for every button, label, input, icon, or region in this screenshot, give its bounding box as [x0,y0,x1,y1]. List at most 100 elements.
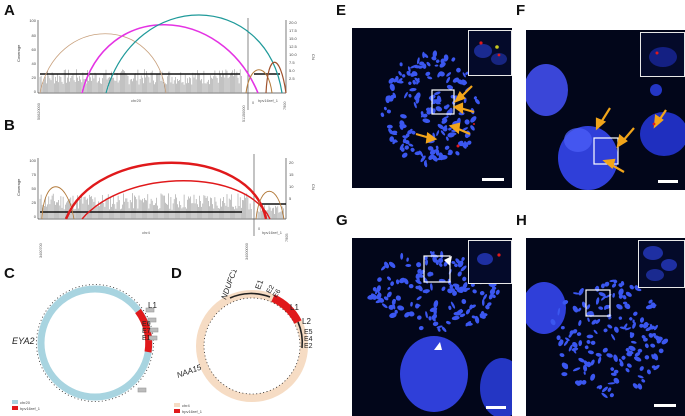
chromosome [462,276,467,282]
chromosome [389,132,398,135]
chromosome [440,250,444,259]
chromosome [571,347,579,352]
chromosome [440,58,445,64]
chromosome [470,283,475,287]
chromosome [435,259,439,266]
chromosome [561,372,568,377]
chromosome [452,290,457,296]
chromosome [448,305,452,310]
b-x-start: 3400700 [39,243,43,258]
chromosome [613,326,619,333]
chromosome [645,327,652,332]
chromosome [422,51,425,59]
d-tag-e1: E1 [253,278,265,291]
e-zoom-inset [468,30,512,76]
chromosome [422,289,430,294]
a-cn-tick-7: 5.0 [289,68,295,73]
chromosome [412,79,416,85]
chromosome [405,264,412,267]
chromosome [558,339,564,347]
chromosome [435,106,443,112]
chromosome [474,315,480,324]
chromosome [550,319,556,326]
a-tick-20: 20 [32,75,37,80]
d-tag-e2b: E2 [304,343,313,350]
chromosome [633,311,638,316]
chromosome [651,365,656,369]
d-tag-l1: L1 [290,303,299,312]
chromosome [600,295,607,301]
chromosome [612,293,615,298]
chromosome [387,286,391,290]
chromosome [446,84,454,90]
chromosome [446,320,451,325]
chromosome [619,326,627,330]
chromosome [611,283,617,288]
g-zoom-inset [468,240,512,284]
chromosome [565,337,570,341]
chromosome [569,330,574,335]
chromosome [428,316,432,321]
chromosome [443,125,448,129]
chromosome [422,113,428,118]
chromosome [586,340,591,344]
panel-g-fish-image [352,238,512,416]
chromosome [625,291,632,297]
chromosome [459,140,464,144]
chromosome [628,345,636,351]
chromosome [404,312,411,318]
chromosome [586,334,594,339]
chromosome [445,136,449,141]
chromosome [436,130,440,136]
chromosome [419,61,425,66]
b-cn-tick-5: 5 [289,196,292,201]
a-cn-tick-6: 7.5 [289,60,295,65]
c-tag-e1: E1 [142,335,151,342]
chromosome [602,347,608,353]
chromosome [415,92,421,100]
chromosome [644,355,650,360]
chromosome [583,371,586,375]
chromosome [586,304,591,310]
a-x-mid: 51150000 [242,105,246,122]
chromosome [616,303,623,310]
chromosome [587,350,594,355]
chromosome [625,327,632,331]
chromosome [459,309,464,314]
chromosome [455,151,460,156]
chromosome [414,151,422,156]
chromosome [386,109,391,114]
chromosome [593,329,598,335]
chromosome [464,133,470,139]
chromosome [408,283,414,289]
b-cn-tick-20: 20 [289,160,294,165]
chromosome [411,71,418,77]
chromosome [568,344,573,352]
chromosome [450,301,456,309]
chromosome [441,286,446,291]
chromosome [622,295,627,300]
chromosome [400,252,404,260]
chromosome [461,298,467,305]
chromosome [418,325,424,331]
chromosome [648,299,653,304]
d-tag-e4: E4 [304,336,313,343]
chromosome [444,55,449,62]
chromosome [618,288,624,296]
a-tick-80: 80 [32,33,37,38]
chromosome [411,130,416,135]
chromosome [461,142,467,149]
panel-label-e: E [336,2,347,19]
chromosome [577,307,582,312]
chromosome [470,304,476,309]
chromosome [410,147,415,152]
chromosome [637,383,643,390]
chromosome [464,141,469,147]
chromosome [625,347,630,352]
chromosome [461,257,465,261]
chromosome [626,363,632,368]
chromosome [451,315,460,321]
b-x-end: 7905 [285,234,289,242]
chromosome [388,261,396,268]
chromosome [381,264,387,271]
